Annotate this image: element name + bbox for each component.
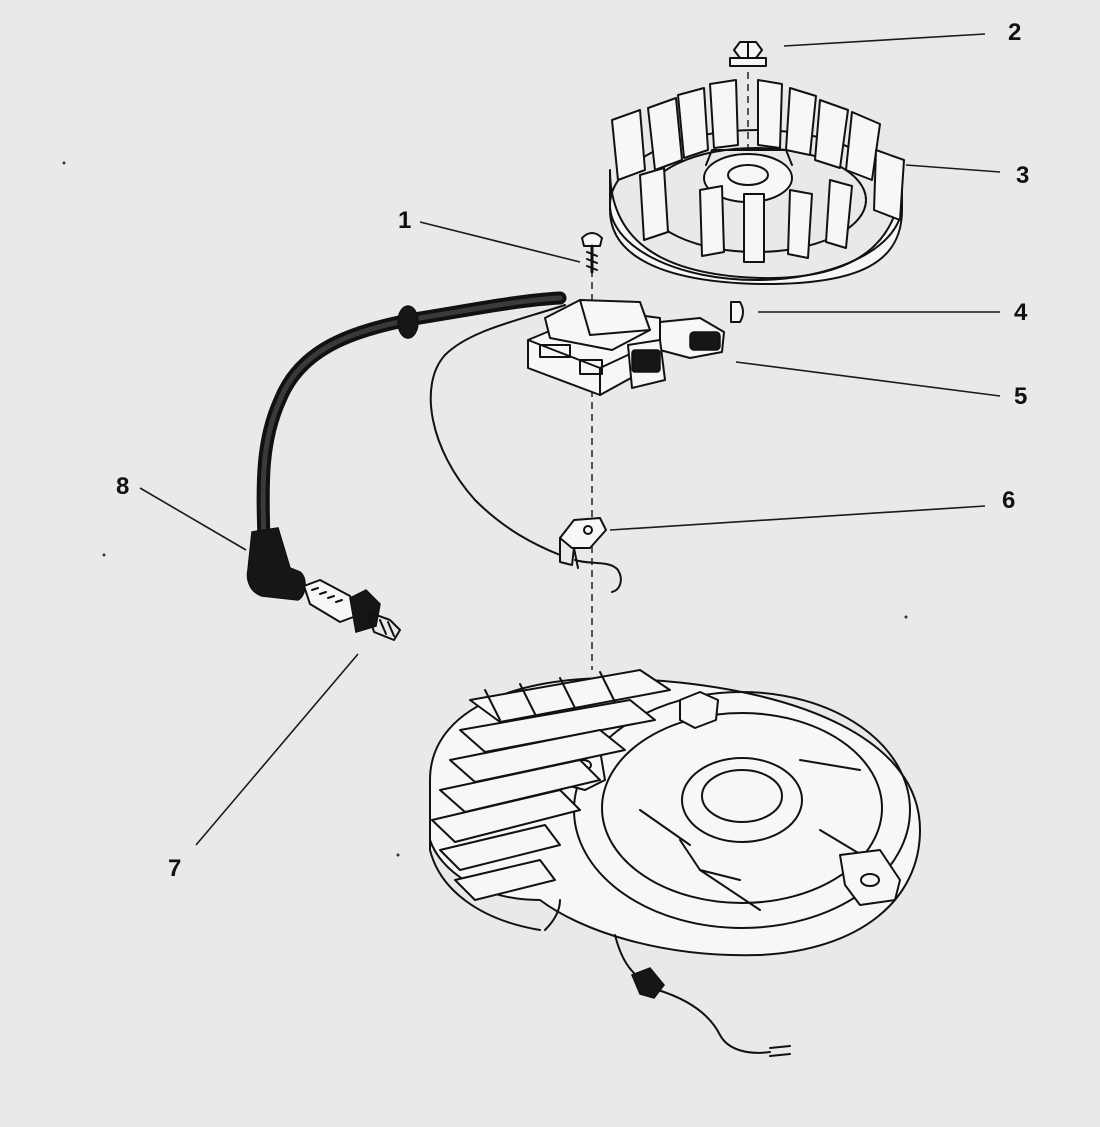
spark-plug-boot bbox=[246, 527, 306, 601]
stop-wire bbox=[614, 934, 791, 1057]
callout-1: 1 bbox=[398, 207, 411, 234]
leader-2 bbox=[783, 33, 986, 47]
flywheel-key bbox=[730, 301, 744, 323]
leader-5 bbox=[735, 361, 1001, 397]
spark-plug-wire bbox=[256, 291, 567, 547]
leader-8 bbox=[139, 487, 247, 551]
leader-6 bbox=[609, 505, 986, 531]
callout-4: 4 bbox=[1014, 299, 1028, 326]
callout-7: 7 bbox=[168, 855, 181, 882]
wire-clip bbox=[559, 517, 607, 569]
spark-plug bbox=[303, 579, 401, 641]
callout-labels: 1 2 3 4 5 6 7 8 bbox=[116, 19, 1029, 882]
module-screw bbox=[581, 232, 603, 274]
callout-5: 5 bbox=[1014, 383, 1027, 410]
print-specks bbox=[62, 161, 908, 857]
leader-1 bbox=[419, 221, 581, 263]
callout-leaders bbox=[139, 33, 1001, 846]
callout-6: 6 bbox=[1002, 487, 1015, 514]
callout-8: 8 bbox=[116, 473, 129, 500]
callout-3: 3 bbox=[1016, 162, 1029, 189]
flywheel-nut bbox=[729, 41, 767, 67]
leader-3 bbox=[905, 164, 1001, 173]
engine-block bbox=[429, 669, 921, 957]
leader-7 bbox=[195, 653, 359, 846]
cylinder-fins bbox=[431, 669, 671, 901]
callout-2: 2 bbox=[1008, 19, 1021, 46]
flywheel-fins bbox=[611, 79, 905, 263]
ignition-module bbox=[527, 299, 725, 396]
ground-wire bbox=[429, 304, 622, 593]
flywheel bbox=[609, 79, 905, 286]
